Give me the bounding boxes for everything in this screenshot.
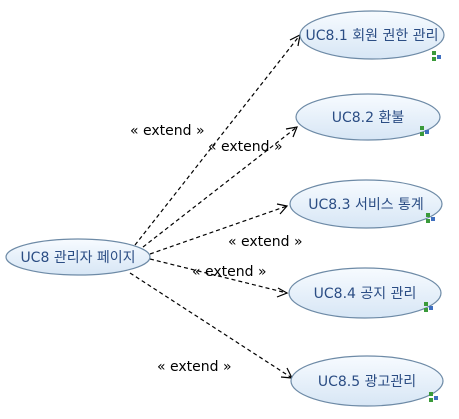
edge-line [142,126,298,248]
use-case-uc8-1[interactable]: UC8.1 회원 권한 관리 [299,10,445,61]
extend-label: « extend » [228,234,303,250]
use-case-label: UC8.1 회원 권한 관리 [306,28,439,44]
edge-line [149,258,288,294]
edge-uc8-to-uc8-4[interactable]: « extend » [149,258,289,298]
usecase-icon [429,392,438,402]
edge-line [149,205,288,255]
use-case-ellipse [5,238,151,276]
use-case-label: UC8.2 환불 [332,110,405,126]
usecase-icon [426,213,435,223]
extend-label: « extend » [130,123,205,139]
nodes: UC8 관리자 페이지 UC8.1 회원 권한 관리 UC8.2 환불 UC8.… [5,10,445,407]
use-case-uc8-3[interactable]: UC8.3 서비스 통계 [289,179,443,229]
arrow-head [285,126,298,138]
extend-label: « extend » [208,139,283,155]
use-case-label: UC8 관리자 페이지 [20,250,135,266]
use-case-ellipse [295,93,441,141]
use-case-uc8[interactable]: UC8 관리자 페이지 [5,238,151,276]
extend-label: « extend » [157,359,232,375]
use-case-label: UC8.3 서비스 통계 [308,197,424,213]
usecase-icon [420,126,429,136]
use-case-ellipse [288,267,442,319]
use-case-uc8-2[interactable]: UC8.2 환불 [295,93,441,141]
usecase-icon [432,51,441,61]
use-case-ellipse [290,355,444,407]
arrow-head [276,203,289,215]
extend-label: « extend » [192,264,267,280]
edges: « extend » « extend » « extend » « exten… [129,33,303,379]
use-case-ellipse [299,10,445,60]
edge-uc8-to-uc8-2[interactable]: « extend » [142,126,298,248]
use-case-ellipse [289,179,443,229]
use-case-label: UC8.4 공지 관리 [314,286,417,302]
use-case-label: UC8.5 광고관리 [318,374,416,390]
use-case-uc8-4[interactable]: UC8.4 공지 관리 [288,267,442,319]
edge-uc8-to-uc8-3[interactable]: « extend » [149,203,303,255]
usecase-icon [424,302,433,312]
edge-line [134,34,301,246]
use-case-uc8-5[interactable]: UC8.5 광고관리 [290,355,444,407]
arrow-head [276,287,289,298]
